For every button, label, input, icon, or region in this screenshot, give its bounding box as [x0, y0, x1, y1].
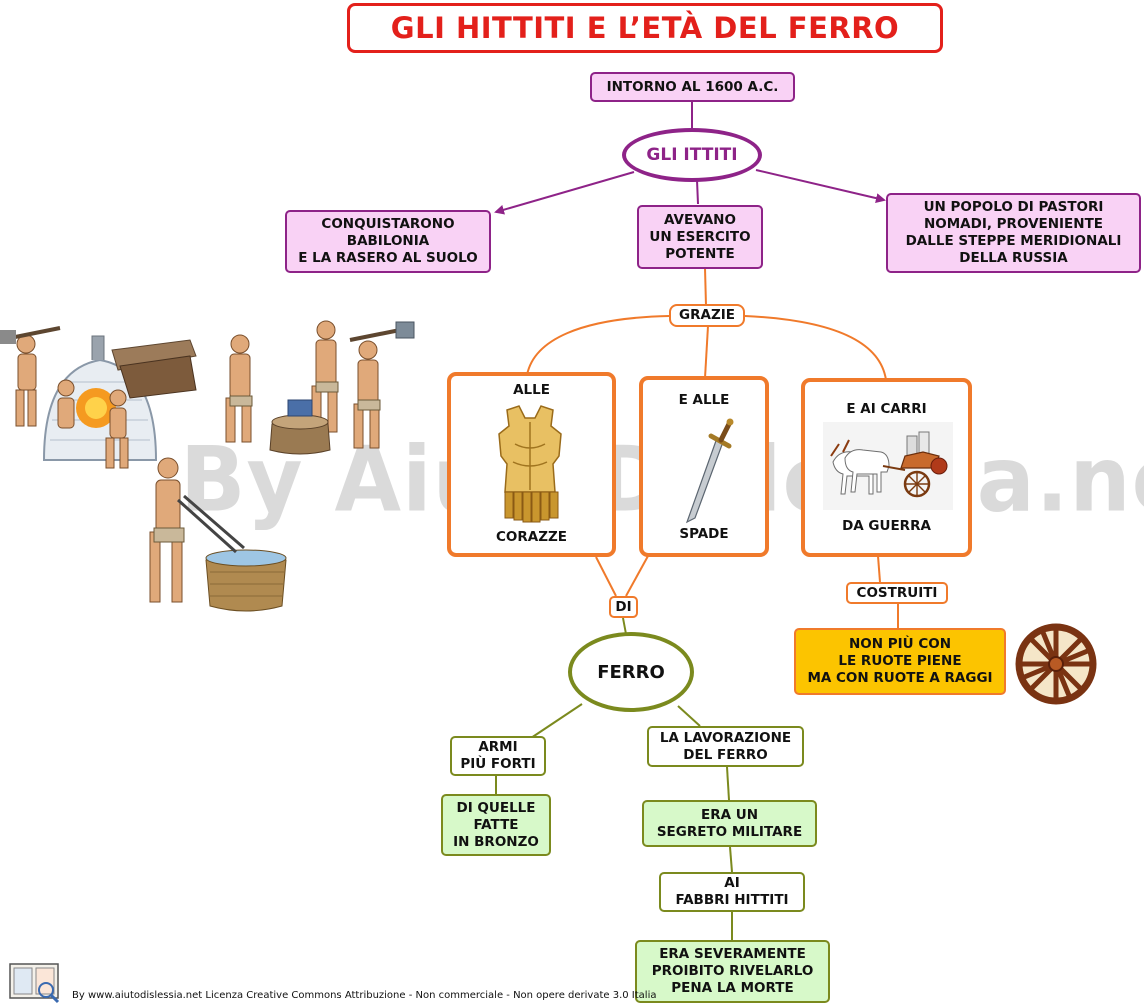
spoked-wheel-icon [1015, 623, 1097, 705]
box-in-bronzo: DI QUELLE FATTE IN BRONZO [441, 794, 551, 856]
branch-esercito: AVEVANO UN ESERCITO POTENTE [637, 205, 763, 269]
box-fabbri-hittiti: AI FABBRI HITTITI [659, 872, 805, 912]
sword-icon [685, 418, 734, 524]
box-ruote-raggi: NON PIÙ CON LE RUOTE PIENE MA CON RUOTE … [794, 628, 1006, 695]
blacksmiths-illustration [0, 320, 415, 612]
card-spade-bottom: SPADE [679, 526, 729, 542]
box-lavorazione: LA LAVORAZIONE DEL FERRO [647, 726, 804, 767]
armor-icon [498, 405, 562, 523]
card-carri-bottom: DA GUERRA [842, 518, 931, 534]
card-corazze-bottom: CORAZZE [495, 529, 568, 545]
node-ferro: FERRO [568, 632, 694, 712]
branch-popolo-pastori: UN POPOLO DI PASTORI NOMADI, PROVENIENTE… [886, 193, 1141, 273]
date-box: INTORNO AL 1600 A.C. [590, 72, 795, 102]
card-corazze-top: ALLE [513, 382, 550, 398]
card-spade: E ALLE SPADE [639, 376, 769, 557]
card-carri: E AI CARRI DA GUERRA [801, 378, 972, 557]
chariot-icon [823, 422, 953, 510]
label-di: DI [609, 596, 638, 618]
license-footer: By www.aiutodislessia.net Licenza Creati… [72, 990, 657, 1001]
site-logo-icon [9, 963, 60, 1004]
label-costruiti: COSTRUITI [846, 582, 948, 604]
card-carri-top: E AI CARRI [846, 401, 927, 417]
card-spade-top: E ALLE [678, 392, 730, 408]
box-armi-forti: ARMI PIÙ FORTI [450, 736, 546, 776]
page-title: GLI HITTITI E L’ETÀ DEL FERRO [347, 3, 943, 53]
card-corazze: ALLE CORAZZE [447, 372, 616, 557]
box-segreto-militare: ERA UN SEGRETO MILITARE [642, 800, 817, 847]
main-node-hittites: GLI ITTITI [622, 128, 762, 182]
branch-babilonia: CONQUISTARONO BABILONIA E LA RASERO AL S… [285, 210, 491, 273]
box-proibito: ERA SEVERAMENTE PROIBITO RIVELARLO PENA … [635, 940, 830, 1003]
label-grazie: GRAZIE [669, 304, 745, 327]
